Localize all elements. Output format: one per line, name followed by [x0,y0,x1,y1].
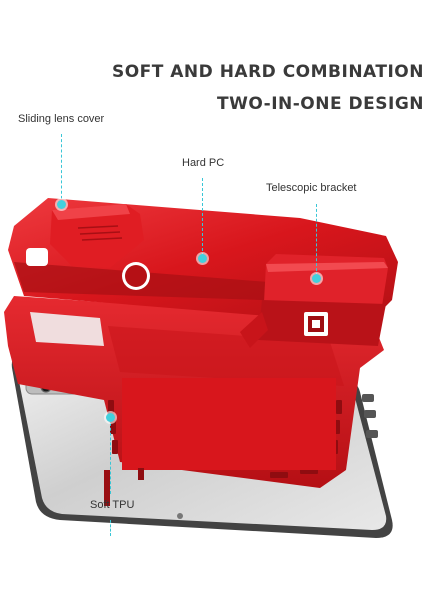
callout-telescopic-bracket: Telescopic bracket [266,182,357,194]
side-buttons [177,394,378,519]
headline-line-1: SOFT AND HARD COMBINATION [111,62,424,82]
soft-tpu-frame [4,296,384,506]
callout-dot-pc [198,254,207,263]
callout-soft-tpu: Soft TPU [90,499,135,511]
callout-hard-pc: Hard PC [182,157,225,169]
callout-dot-bracket [312,274,321,283]
callout-dot-lens [57,200,66,209]
leader-line-tpu [110,418,111,494]
callout-sliding-lens-cover: Sliding lens cover [18,113,105,125]
leader-line-pc [202,178,203,256]
telescopic-bracket [240,254,388,348]
callout-dot-tpu [106,413,115,422]
headline-line-2: TWO-IN-ONE DESIGN [217,94,424,114]
leader-line-tpu-lower [110,520,111,536]
leader-line-lens [61,134,62,204]
leader-line-bracket [316,204,317,276]
